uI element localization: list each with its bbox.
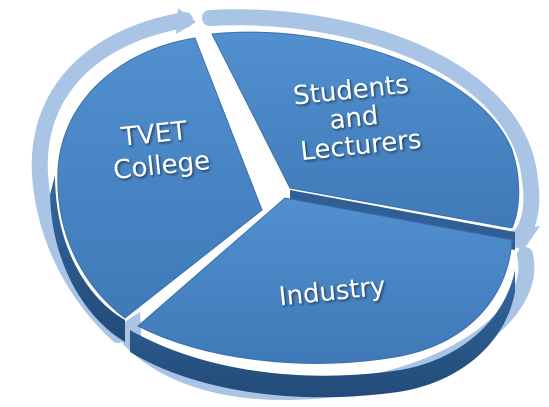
label-college-line-1: TVET bbox=[119, 116, 189, 153]
segment-students bbox=[211, 31, 520, 229]
segment-college bbox=[57, 37, 263, 319]
ring-arc-right bbox=[202, 9, 540, 248]
pie-top bbox=[57, 31, 520, 364]
arrow-head-top-icon bbox=[176, 8, 196, 34]
label-students-line-2: and bbox=[328, 101, 380, 136]
side-college bbox=[50, 175, 125, 342]
segment-industry bbox=[137, 197, 513, 364]
